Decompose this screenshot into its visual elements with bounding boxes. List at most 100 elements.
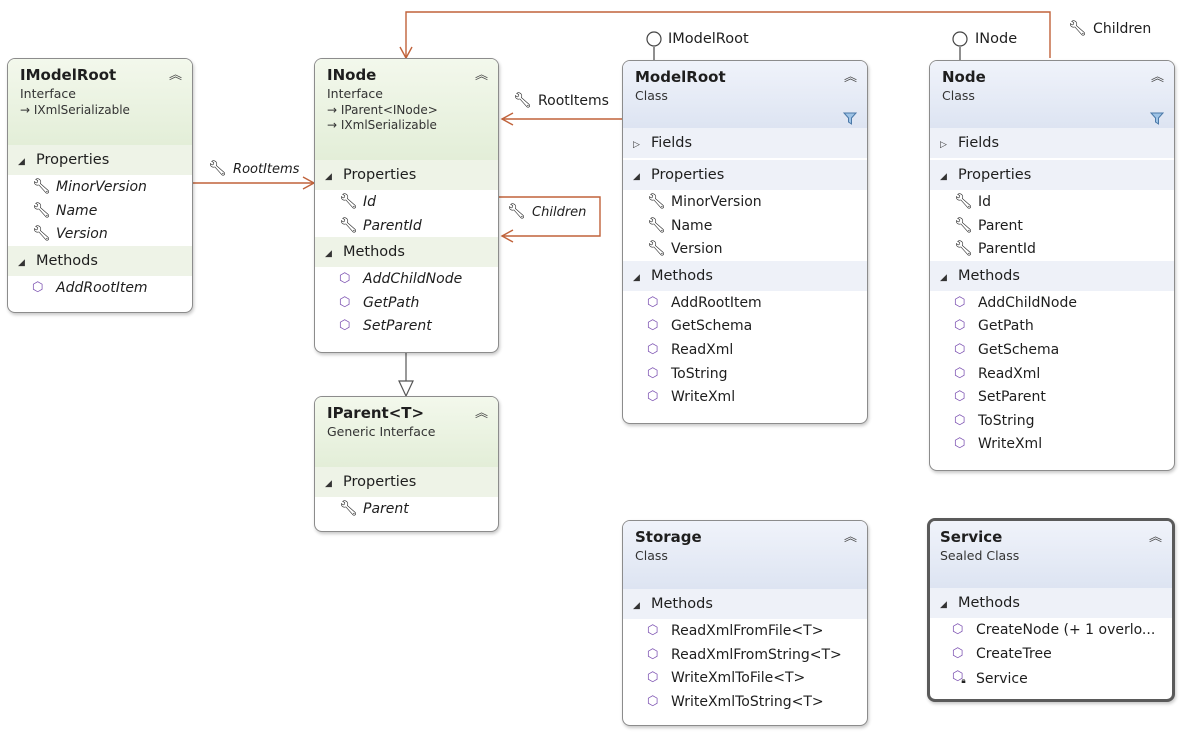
chevron-double-up-icon[interactable]: ︽ [843,70,857,85]
collapse-triangle-icon[interactable]: ◢ [18,157,25,167]
member-row[interactable]: ⬡AddRootItem [623,291,867,315]
method-cube-icon: ⬡ [954,365,966,381]
member-row[interactable]: ⬡ReadXmlFromFile<T> [623,619,867,643]
member-row[interactable]: 🔧︎Name [8,199,192,223]
member-row[interactable]: ⬡ReadXmlFromString<T> [623,643,867,667]
collapse-triangle-icon[interactable]: ◢ [633,172,640,182]
collapse-triangle-icon[interactable]: ◢ [325,172,332,182]
collapse-triangle-icon[interactable]: ◢ [325,249,332,260]
member-row[interactable]: ⬡WriteXmlToString<T> [623,690,867,714]
node-children-label: 🔧︎Children [1068,19,1152,37]
storage-header[interactable]: Storage Class ︽ [623,521,867,589]
member-row[interactable]: ⬡CreateNode (+ 1 overlo... [930,618,1172,642]
wrench-icon: 🔧︎ [208,159,228,177]
wrench-icon: 🔧︎ [507,202,527,220]
inode-properties-section[interactable]: ◢Properties [315,160,498,190]
storage-box[interactable]: Storage Class ︽ ◢Methods ⬡ReadXmlFromFil… [622,520,868,726]
modelroot-properties-section[interactable]: ◢Properties [623,160,867,190]
collapse-triangle-icon[interactable]: ◢ [18,257,25,268]
collapse-triangle-icon[interactable]: ◢ [940,600,947,610]
member-row[interactable]: ⬡ReadXml [930,362,1174,386]
member-row[interactable]: ⬡WriteXmlToFile<T> [623,666,867,690]
member-row[interactable]: ⬡SetParent [315,314,498,338]
collapse-triangle-icon[interactable]: ◢ [633,601,640,611]
method-cube-icon: ⬡ [339,271,351,287]
chevron-double-up-icon[interactable]: ︽ [168,68,182,83]
member-row[interactable]: ⬡SetParent [930,385,1174,409]
member-row[interactable]: 🔧︎Parent [930,214,1174,238]
chevron-double-up-icon[interactable]: ︽ [1150,70,1164,85]
node-box[interactable]: Node Class ︽ ▷Fields ◢Properties 🔧︎Id 🔧︎… [929,60,1175,471]
chevron-double-up-icon[interactable]: ︽ [1148,530,1162,545]
imodelroot-methods-section[interactable]: ◢Methods [8,245,192,276]
iparent-header[interactable]: IParent<T> Generic Interface ︽ [315,397,498,467]
member-row[interactable]: ⬡🔒︎Service [930,665,1172,689]
modelroot-methods-section[interactable]: ◢Methods [623,260,867,291]
filter-icon[interactable] [843,112,857,125]
wrench-icon: 🔧︎ [32,224,52,243]
member-row[interactable]: 🔧︎ParentId [930,237,1174,261]
expand-triangle-icon[interactable]: ▷ [940,140,947,150]
member-row[interactable]: ⬡GetSchema [623,314,867,338]
iparent-properties-section[interactable]: ◢Properties [315,467,498,497]
imodelroot-box[interactable]: IModelRoot Interface IXmlSerializable ︽ … [7,58,193,313]
member-row[interactable]: ⬡GetPath [930,314,1174,338]
method-cube-icon: ⬡ [954,318,966,334]
member-row[interactable]: ⬡GetSchema [930,338,1174,362]
iparent-stereotype: Generic Interface [327,424,436,439]
member-row[interactable]: 🔧︎MinorVersion [623,190,867,214]
storage-methods-section[interactable]: ◢Methods [623,589,867,619]
member-row[interactable]: ⬡ToString [930,409,1174,433]
service-box[interactable]: Service Sealed Class ︽ ◢Methods ⬡CreateN… [927,518,1175,702]
node-fields-section[interactable]: ▷Fields [930,128,1174,158]
chevron-double-up-icon[interactable]: ︽ [843,530,857,545]
iparent-box[interactable]: IParent<T> Generic Interface ︽ ◢Properti… [314,396,499,532]
member-row[interactable]: 🔧︎Version [623,237,867,261]
wrench-icon: 🔧︎ [647,215,667,234]
member-row[interactable]: 🔧︎Parent [315,497,498,521]
modelroot-box[interactable]: ModelRoot Class ︽ ▷Fields ◢Properties 🔧︎… [622,60,868,424]
member-row[interactable]: ⬡WriteXml [930,432,1174,456]
member-row[interactable]: ⬡WriteXml [623,385,867,409]
storage-title: Storage [635,528,702,546]
node-properties-section[interactable]: ◢Properties [930,160,1174,190]
member-row[interactable]: 🔧︎ParentId [315,214,498,238]
wrench-icon: 🔧︎ [32,200,52,219]
imodelroot-properties-section[interactable]: ◢Properties [8,145,192,175]
member-row[interactable]: ⬡AddChildNode [315,267,498,291]
collapse-triangle-icon[interactable]: ◢ [633,272,640,283]
member-row[interactable]: 🔧︎Id [930,190,1174,214]
wrench-icon: 🔧︎ [1068,19,1088,37]
node-header[interactable]: Node Class ︽ [930,61,1174,128]
member-row[interactable]: 🔧︎Version [8,222,192,246]
modelroot-header[interactable]: ModelRoot Class ︽ [623,61,867,128]
collapse-triangle-icon[interactable]: ◢ [940,172,947,182]
service-header[interactable]: Service Sealed Class ︽ [930,521,1172,588]
member-row[interactable]: ⬡CreateTree [930,642,1172,666]
inode-methods-section[interactable]: ◢Methods [315,237,498,268]
member-row[interactable]: 🔧︎Id [315,190,498,214]
member-row[interactable]: ⬡ToString [623,362,867,386]
inode-box[interactable]: INode Interface IParent<INode> IXmlSeria… [314,58,499,353]
collapse-triangle-icon[interactable]: ◢ [940,272,947,283]
imodelroot-header[interactable]: IModelRoot Interface IXmlSerializable ︽ [8,59,192,145]
member-row[interactable]: 🔧︎MinorVersion [8,175,192,199]
member-row[interactable]: ⬡AddRootItem [8,276,192,300]
imodelroot-title: IModelRoot [20,66,117,84]
member-row[interactable]: ⬡AddChildNode [930,291,1174,315]
collapse-triangle-icon[interactable]: ◢ [325,479,332,489]
expand-triangle-icon[interactable]: ▷ [633,140,640,150]
member-row[interactable]: 🔧︎Name [623,214,867,238]
member-row[interactable]: ⬡GetPath [315,291,498,315]
inode-title: INode [327,66,377,84]
service-methods-section[interactable]: ◢Methods [930,588,1172,618]
node-methods-section[interactable]: ◢Methods [930,260,1174,291]
chevron-double-up-icon[interactable]: ︽ [474,68,488,83]
modelroot-fields-section[interactable]: ▷Fields [623,128,867,158]
modelroot-lollipop-label: IModelRoot [668,31,749,47]
filter-icon[interactable] [1150,112,1164,125]
inode-header[interactable]: INode Interface IParent<INode> IXmlSeria… [315,59,498,160]
member-row[interactable]: ⬡ReadXml [623,338,867,362]
chevron-double-up-icon[interactable]: ︽ [474,406,488,421]
method-cube-icon: ⬡ [647,294,659,310]
